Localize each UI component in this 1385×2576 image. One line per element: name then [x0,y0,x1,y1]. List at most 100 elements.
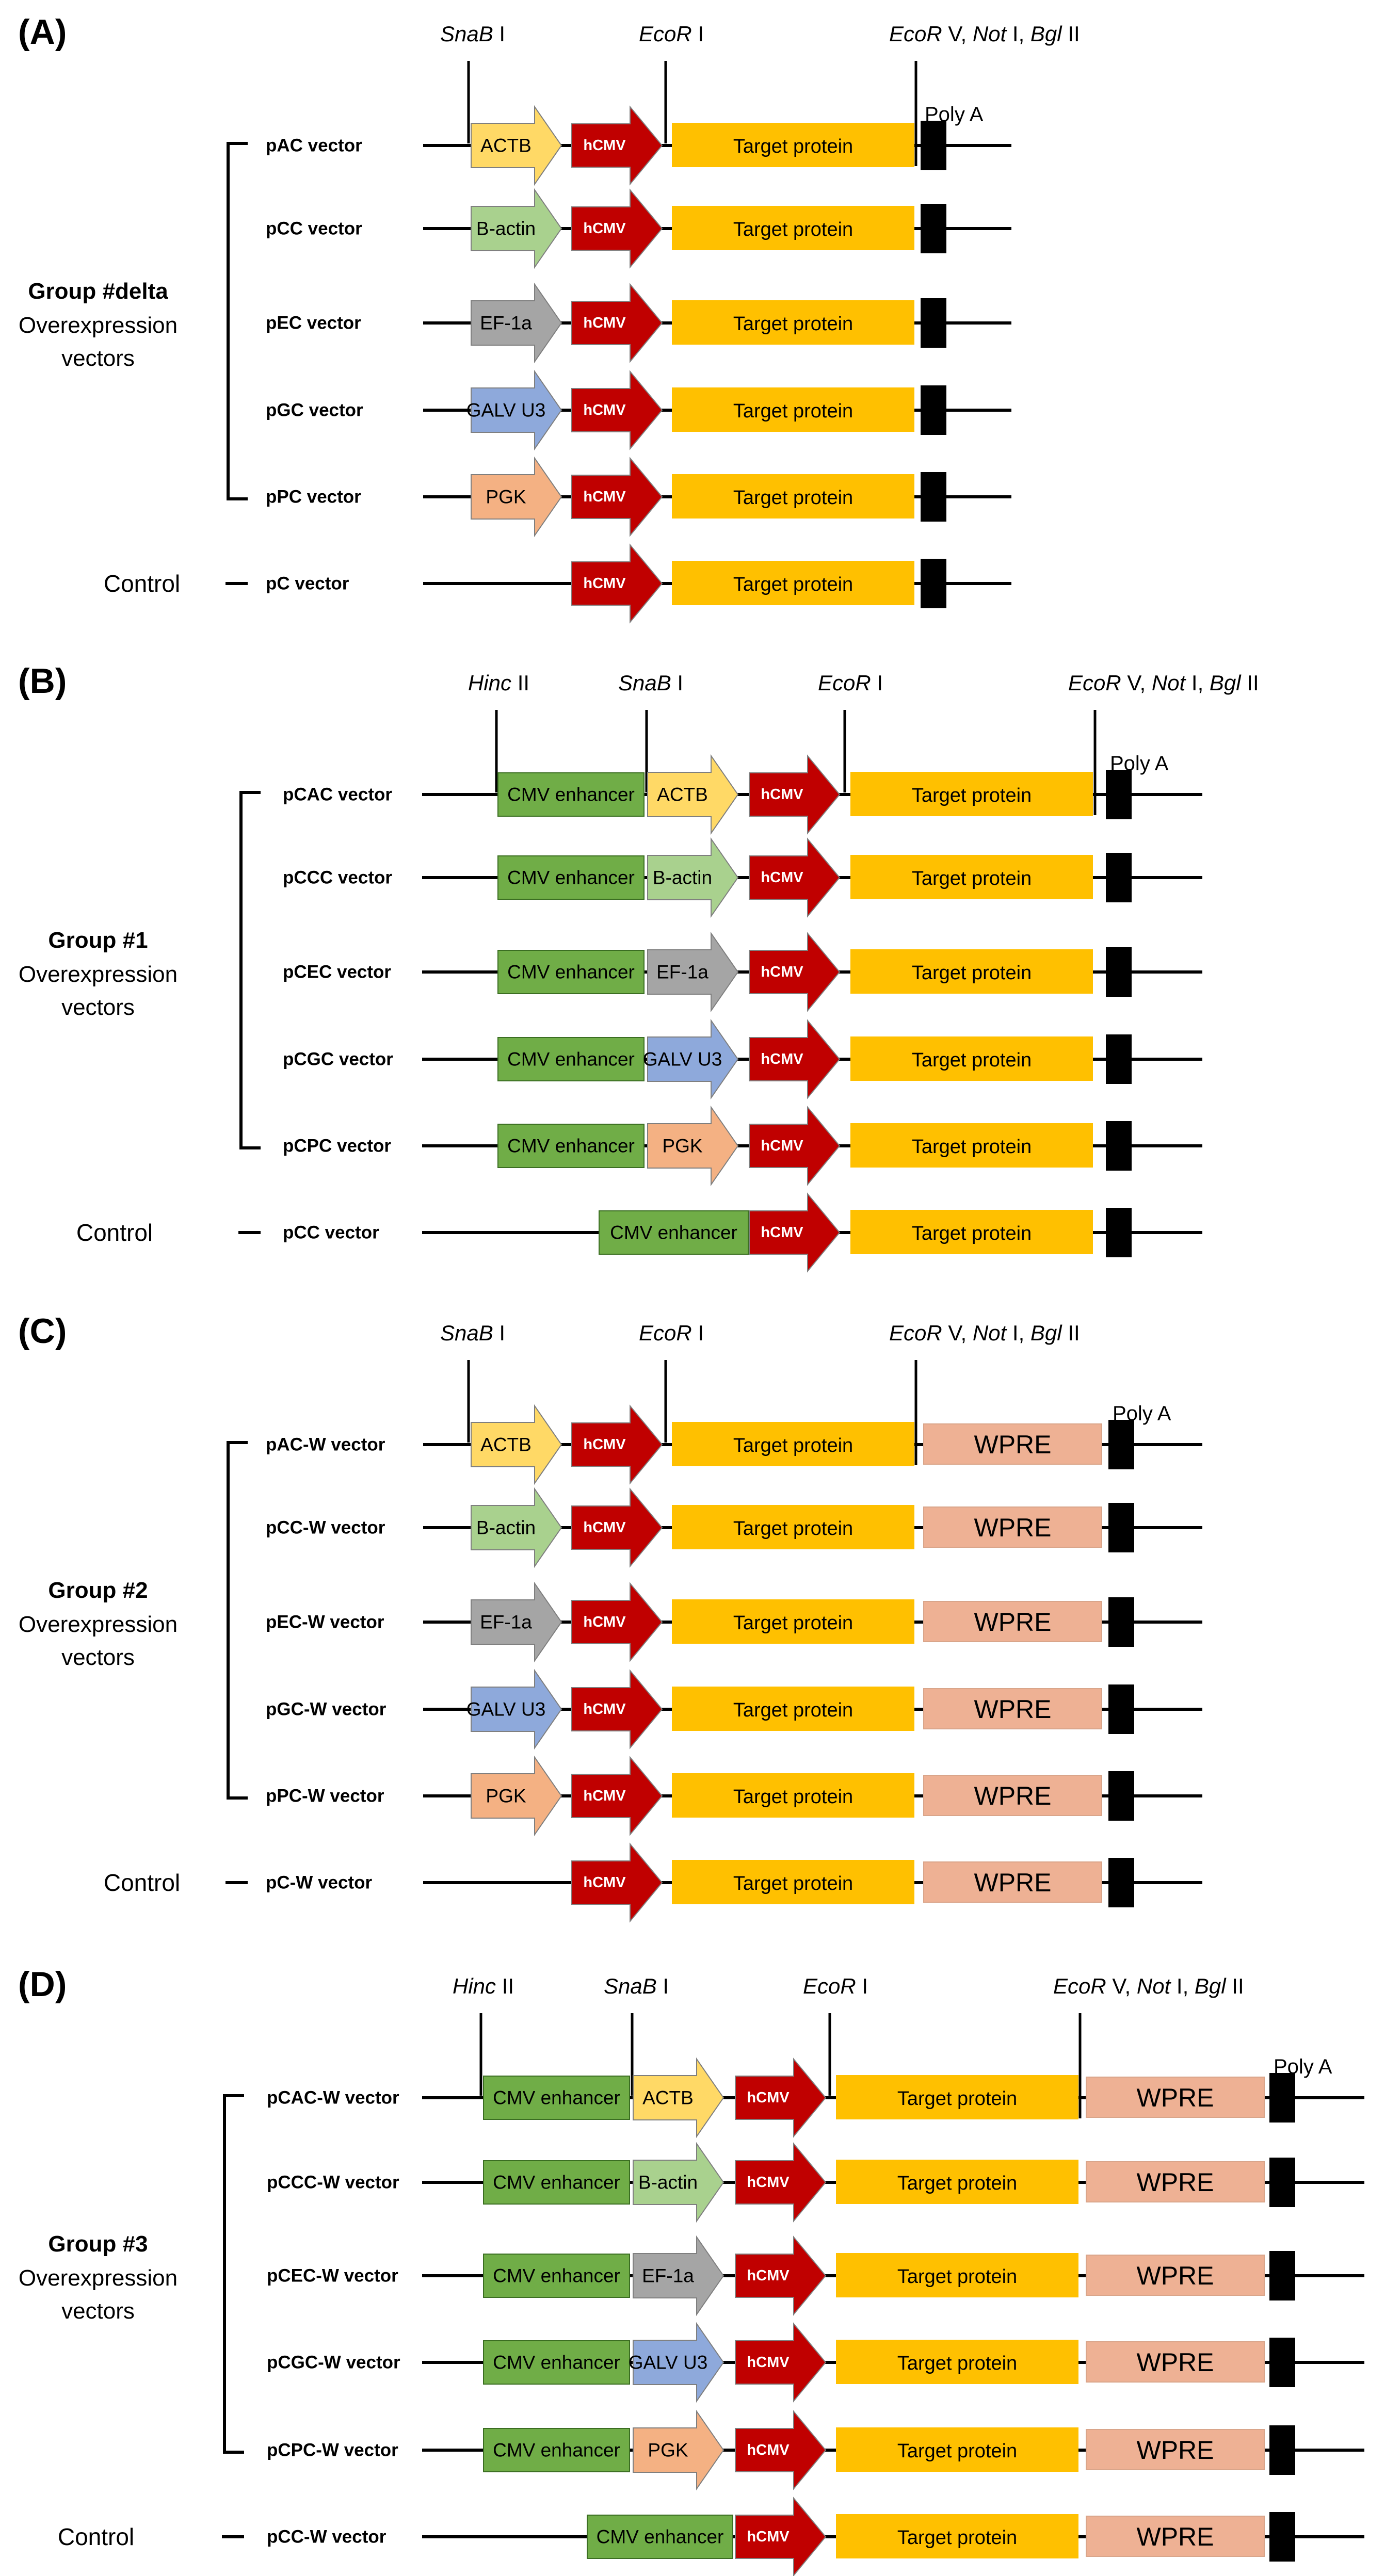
promoter-label: B-actin [476,218,536,239]
poly-a-box [1106,1208,1132,1257]
panel-letter: (C) [18,1311,67,1351]
hcmv-arrow [571,457,663,537]
target-protein-box [672,1505,914,1549]
site-label-multi: EcoR V, Not I, Bgl II [889,22,1080,46]
cmv-enhancer-label: CMV enhancer [493,2440,620,2461]
panel-letter: (A) [18,12,67,52]
vector-name: pCGC vector [283,1049,393,1070]
poly-a-box [1108,1503,1134,1552]
promoter-arrow [633,2057,724,2138]
target-protein-label: Target protein [912,868,1032,889]
site-label-snab: SnaB I [604,1974,669,1998]
vector-name: pGC vector [266,400,363,420]
cmv-enhancer-box [599,1210,749,1255]
wpre-box [923,1601,1102,1642]
promoter-arrow [471,369,562,451]
hcmv-label: hCMV [747,2174,790,2191]
poly-a-box [1269,2425,1295,2475]
target-protein-label: Target protein [733,574,853,595]
cmv-enhancer-box [483,2254,630,2298]
hcmv-label: hCMV [583,1436,626,1453]
target-protein-box [850,772,1093,816]
poly-a-box [1269,2158,1295,2207]
promoter-label: B-actin [476,1517,536,1538]
wpre-box [1086,2341,1265,2383]
wpre-box [923,1861,1102,1903]
hcmv-label: hCMV [583,137,626,154]
wpre-box [1086,2516,1265,2557]
target-protein-box [672,561,914,605]
promoter-label: GALV U3 [643,1049,722,1070]
promoter-arrow [471,1755,562,1837]
panel-letter: (D) [18,1965,67,2004]
cmv-enhancer-label: CMV enhancer [507,1136,635,1157]
promoter-arrow [471,1581,562,1663]
hcmv-arrow [571,543,663,624]
control-label: Control [104,1869,180,1896]
hcmv-arrow [571,1404,663,1485]
promoter-label: ACTB [657,784,708,805]
target-protein-label: Target protein [897,2088,1017,2110]
target-protein-label: Target protein [912,962,1032,984]
target-protein-box [850,855,1093,899]
target-protein-label: Target protein [897,2173,1017,2194]
poly-a-box [1108,1684,1134,1734]
site-label-ecor: EcoR I [818,671,883,695]
target-protein-label: Target protein [733,1873,853,1894]
group-title: Group #delta [28,279,168,304]
site-label-hinc: Hinc II [453,1974,514,1998]
hcmv-arrow [735,2410,827,2490]
vector-name: pCAC-W vector [267,2088,399,2108]
target-protein-label: Target protein [733,1699,853,1721]
vector-name: pCPC vector [283,1136,391,1156]
promoter-arrow [471,1404,562,1485]
target-protein-label: Target protein [912,1136,1032,1158]
target-protein-box [836,2340,1078,2384]
group-bracket [227,1441,248,1800]
vector-name: pCC-W vector [267,2527,386,2547]
poly-a-box [1108,1771,1134,1821]
wpre-label: WPRE [1137,2168,1214,2197]
poly-a-box [1269,2338,1295,2387]
hcmv-arrow [571,370,663,450]
poly-a-box [921,298,946,348]
promoter-arrow [647,837,739,918]
target-protein-label: Target protein [912,785,1032,806]
wpre-box [923,1423,1102,1465]
promoter-label: EF-1a [480,313,532,334]
poly-a-box [1269,2512,1295,2562]
hcmv-arrow [749,1192,841,1273]
poly-a-box [1106,947,1132,997]
vector-name: pPC vector [266,487,361,507]
group-title: Group #3 [48,2231,148,2257]
poly-a-box [921,559,946,608]
vector-name: pEC vector [266,313,361,333]
vector-name: pCC-W vector [266,1518,385,1538]
promoter-arrow [633,2142,724,2223]
hcmv-label: hCMV [761,964,803,980]
group-subtitle: Overexpression [19,1612,178,1637]
group-bracket [227,142,248,500]
poly-a-box [1106,1034,1132,1084]
hcmv-label: hCMV [583,1701,626,1718]
hcmv-arrow [735,2142,827,2223]
group-subtitle: Overexpression [19,313,178,338]
promoter-label: PGK [486,1786,526,1807]
promoter-label: B-actin [638,2172,698,2193]
hcmv-label: hCMV [583,402,626,418]
control-label: Control [104,570,180,597]
promoter-label: PGK [662,1136,702,1157]
wpre-label: WPRE [974,1868,1052,1897]
hcmv-label: hCMV [583,1874,626,1891]
